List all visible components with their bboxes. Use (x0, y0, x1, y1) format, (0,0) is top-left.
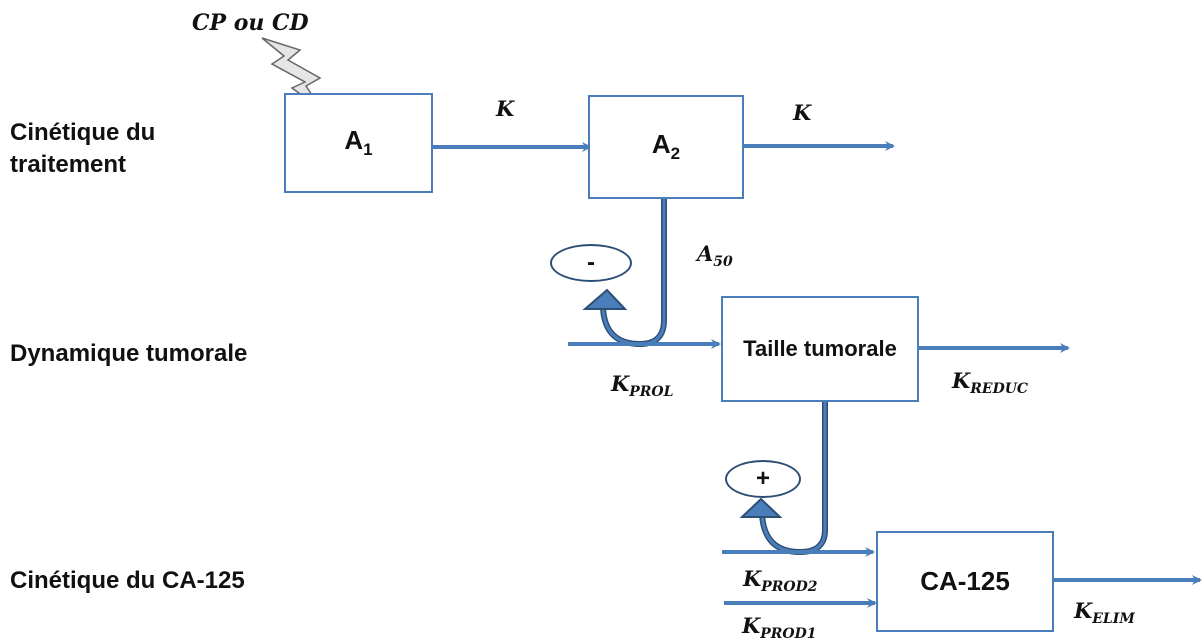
rate-k-in: K (496, 96, 515, 121)
inhibition-triangle (582, 288, 628, 310)
tumor-size-box: Taille tumorale (721, 296, 919, 402)
rate-k-prol: KPROL (611, 371, 674, 401)
section-label-marker: Cinétique du CA-125 (10, 567, 245, 594)
rate-k-prod1: KPROD1 (742, 613, 817, 642)
tumor-size-label: Taille tumorale (743, 336, 897, 362)
compartment-a1: A1 (284, 93, 433, 193)
section-label-tumor: Dynamique tumorale (10, 340, 248, 367)
trigger-label: CP ou CD (192, 10, 309, 36)
compartment-a2-label: A2 (651, 129, 681, 164)
stimulation-triangle (739, 497, 783, 518)
compartment-a2: A2 (588, 95, 744, 199)
stimulation-sign: + (725, 460, 801, 498)
rate-k-reduc: KREDUC (952, 368, 1029, 398)
rate-a50: A50 (697, 241, 733, 271)
inhibition-sign: - (550, 244, 632, 282)
rate-k-prod2: KPROD2 (743, 566, 818, 596)
rate-k-elim: KELIM (1074, 598, 1135, 628)
ca125-box: CA-125 (876, 531, 1054, 632)
rate-k-out: K (793, 100, 812, 125)
section-label-treatment: Cinétique du traitement (10, 119, 156, 179)
ca125-label: CA-125 (920, 566, 1010, 596)
compartment-a1-label: A1 (344, 125, 373, 160)
